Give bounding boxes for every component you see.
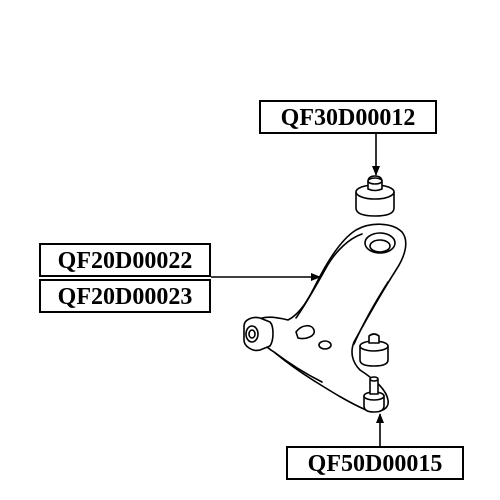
label-control-arm-left: QF20D00022 [39,243,211,277]
ball-joint-drawing [359,333,389,413]
control-arm-drawing [243,223,407,413]
label-top-bushing: QF30D00012 [259,100,437,134]
label-control-arm-right: QF20D00023 [39,279,211,313]
top-bushing-drawing [355,175,395,217]
label-ball-joint: QF50D00015 [286,446,464,480]
